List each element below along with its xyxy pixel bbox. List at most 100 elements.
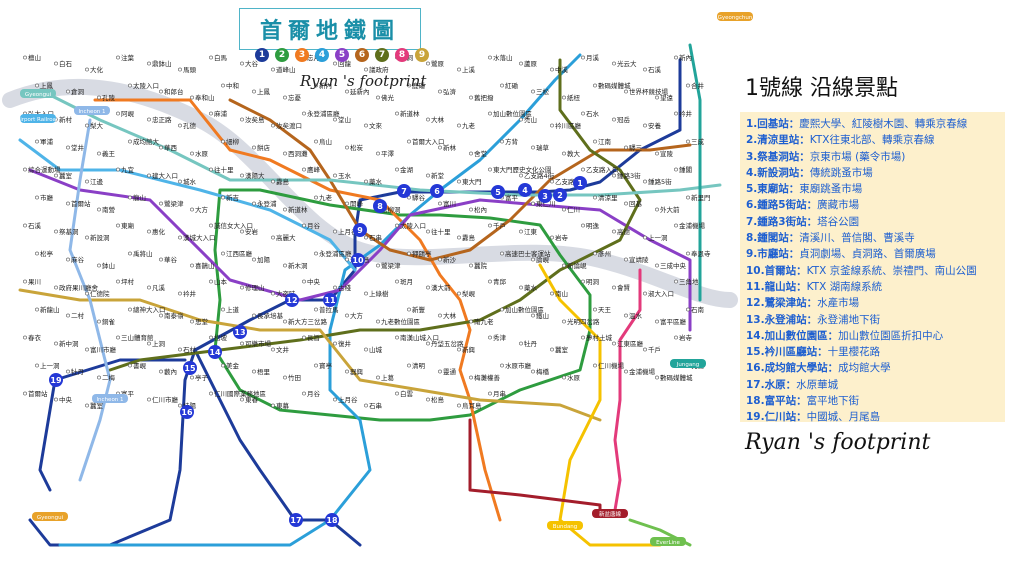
attraction-station: 16.成均館大學站： bbox=[746, 362, 839, 375]
station-dot bbox=[550, 347, 554, 352]
station-label: 上鳳 bbox=[257, 87, 271, 96]
station-dot bbox=[333, 173, 337, 178]
station-label: 回基 bbox=[629, 199, 643, 208]
station-label: 果川 bbox=[28, 278, 41, 286]
station-dot bbox=[364, 179, 368, 184]
station-label: 新內 bbox=[679, 53, 692, 62]
station-dot bbox=[519, 173, 523, 178]
station-label: 靈通 bbox=[443, 367, 457, 376]
footprint-marker: 5 bbox=[491, 185, 505, 199]
station-label: 南泰嶺 bbox=[164, 311, 184, 320]
station-label: 玉水 bbox=[338, 171, 352, 180]
line-terminal-tag-bg bbox=[32, 512, 68, 521]
station-label: 岩寺 bbox=[679, 333, 693, 342]
station-label: 月溪 bbox=[586, 53, 600, 62]
station-label: 水落山 bbox=[493, 53, 513, 62]
line-terminal-tag: EverLine bbox=[650, 537, 686, 546]
attraction-item: 12.鷺梁津站：水產市場 bbox=[740, 295, 1005, 311]
station-dot bbox=[178, 235, 182, 240]
station-dot bbox=[407, 195, 411, 200]
station-dot bbox=[190, 151, 194, 156]
station-dot bbox=[550, 235, 554, 240]
station-dot bbox=[283, 151, 287, 156]
station-label: 光明四岔路 bbox=[567, 317, 600, 326]
line-5-legend-dot: 5 bbox=[335, 48, 349, 62]
attraction-description: 廣藏市場 bbox=[817, 199, 860, 212]
station-label: 回龍 bbox=[338, 59, 352, 68]
station-label: 亭子 bbox=[195, 373, 209, 382]
station-dot bbox=[581, 279, 585, 284]
station-label: 天王 bbox=[598, 306, 612, 314]
station-label: 檀山 bbox=[28, 53, 41, 62]
station-dot bbox=[457, 403, 461, 408]
station-label: 數碼媒體城 bbox=[598, 81, 631, 90]
station-dot bbox=[97, 375, 101, 380]
line-terminal-tag-label: Bundang bbox=[553, 524, 578, 530]
station-label: 梅灘權善 bbox=[474, 373, 501, 382]
station-dot bbox=[624, 313, 628, 318]
attraction-station: 15.衿川區廳站： bbox=[746, 346, 828, 359]
attraction-item: 2.清涼里站：KTX往東北部、轉乘京春線 bbox=[740, 132, 1005, 148]
station-dot bbox=[116, 335, 120, 340]
station-dot bbox=[593, 139, 597, 144]
station-dot bbox=[364, 67, 368, 72]
station-dot bbox=[271, 235, 275, 240]
station-label: 可樂市場 bbox=[245, 339, 272, 348]
station-dot bbox=[581, 223, 585, 228]
station-dot bbox=[333, 341, 337, 346]
station-dot bbox=[469, 151, 473, 156]
footprint-marker: 12 bbox=[285, 293, 299, 307]
station-label: 上綠樹 bbox=[369, 289, 389, 298]
station-label: 會賢 bbox=[617, 283, 631, 292]
footprint-marker-number: 9 bbox=[357, 226, 363, 235]
station-label: 堂井 bbox=[71, 143, 85, 152]
station-label: 政府果川廳舍 bbox=[59, 283, 99, 292]
station-dot bbox=[562, 375, 566, 380]
station-dot bbox=[407, 139, 411, 144]
line-terminal-tag-bg bbox=[717, 12, 753, 21]
station-dot bbox=[283, 263, 287, 268]
footprint-marker: 9 bbox=[353, 223, 367, 237]
station-label: 仁川國際業務地區 bbox=[214, 389, 267, 398]
footprint-marker: 17 bbox=[289, 513, 303, 527]
station-label: 鷺梁津 bbox=[381, 261, 401, 270]
station-label: 千戶 bbox=[648, 345, 661, 354]
station-label: 江邊 bbox=[90, 177, 104, 186]
line-airport bbox=[18, 138, 357, 272]
station-dot bbox=[581, 55, 585, 60]
station-label: 馬頭 bbox=[183, 66, 197, 74]
station-label: 富平 bbox=[121, 389, 135, 398]
station-label: 安養 bbox=[648, 121, 662, 130]
station-dot bbox=[407, 363, 411, 368]
attraction-station: 13.永登浦站： bbox=[746, 313, 818, 326]
station-label: 議政府 bbox=[369, 65, 389, 74]
station-dot bbox=[488, 391, 492, 396]
station-dot bbox=[178, 179, 182, 184]
station-label: 新道林 bbox=[400, 109, 420, 118]
station-label: 禿山 bbox=[524, 115, 537, 124]
station-label: 衿井 bbox=[679, 109, 693, 118]
station-dot bbox=[395, 335, 399, 340]
station-dot bbox=[457, 235, 461, 240]
station-label: 石南 bbox=[691, 305, 705, 314]
line-terminal-tag-label: Gyeongui bbox=[25, 92, 52, 98]
station-dot bbox=[178, 291, 182, 296]
station-dot bbox=[252, 89, 256, 94]
station-label: 水原 bbox=[567, 373, 581, 382]
station-dot bbox=[66, 257, 70, 262]
footprint-marker-number: 13 bbox=[234, 328, 245, 337]
station-label: 成均館大 bbox=[133, 137, 160, 146]
station-dot bbox=[469, 319, 473, 324]
station-dot bbox=[488, 223, 492, 228]
station-label: 岩寺 bbox=[555, 233, 569, 242]
station-label: 禹將山 bbox=[133, 249, 153, 258]
station-label: 上鳳 bbox=[40, 81, 54, 90]
footprint-marker-circle bbox=[323, 293, 337, 307]
attraction-station: 19.仁川站： bbox=[746, 411, 807, 424]
station-label: 溫水 bbox=[629, 311, 643, 320]
station-dot bbox=[23, 55, 27, 60]
station-dot bbox=[23, 279, 27, 284]
station-label: 金湖 bbox=[400, 165, 414, 174]
station-dot bbox=[333, 117, 337, 122]
station-label: 永登浦區廳 bbox=[307, 109, 340, 118]
